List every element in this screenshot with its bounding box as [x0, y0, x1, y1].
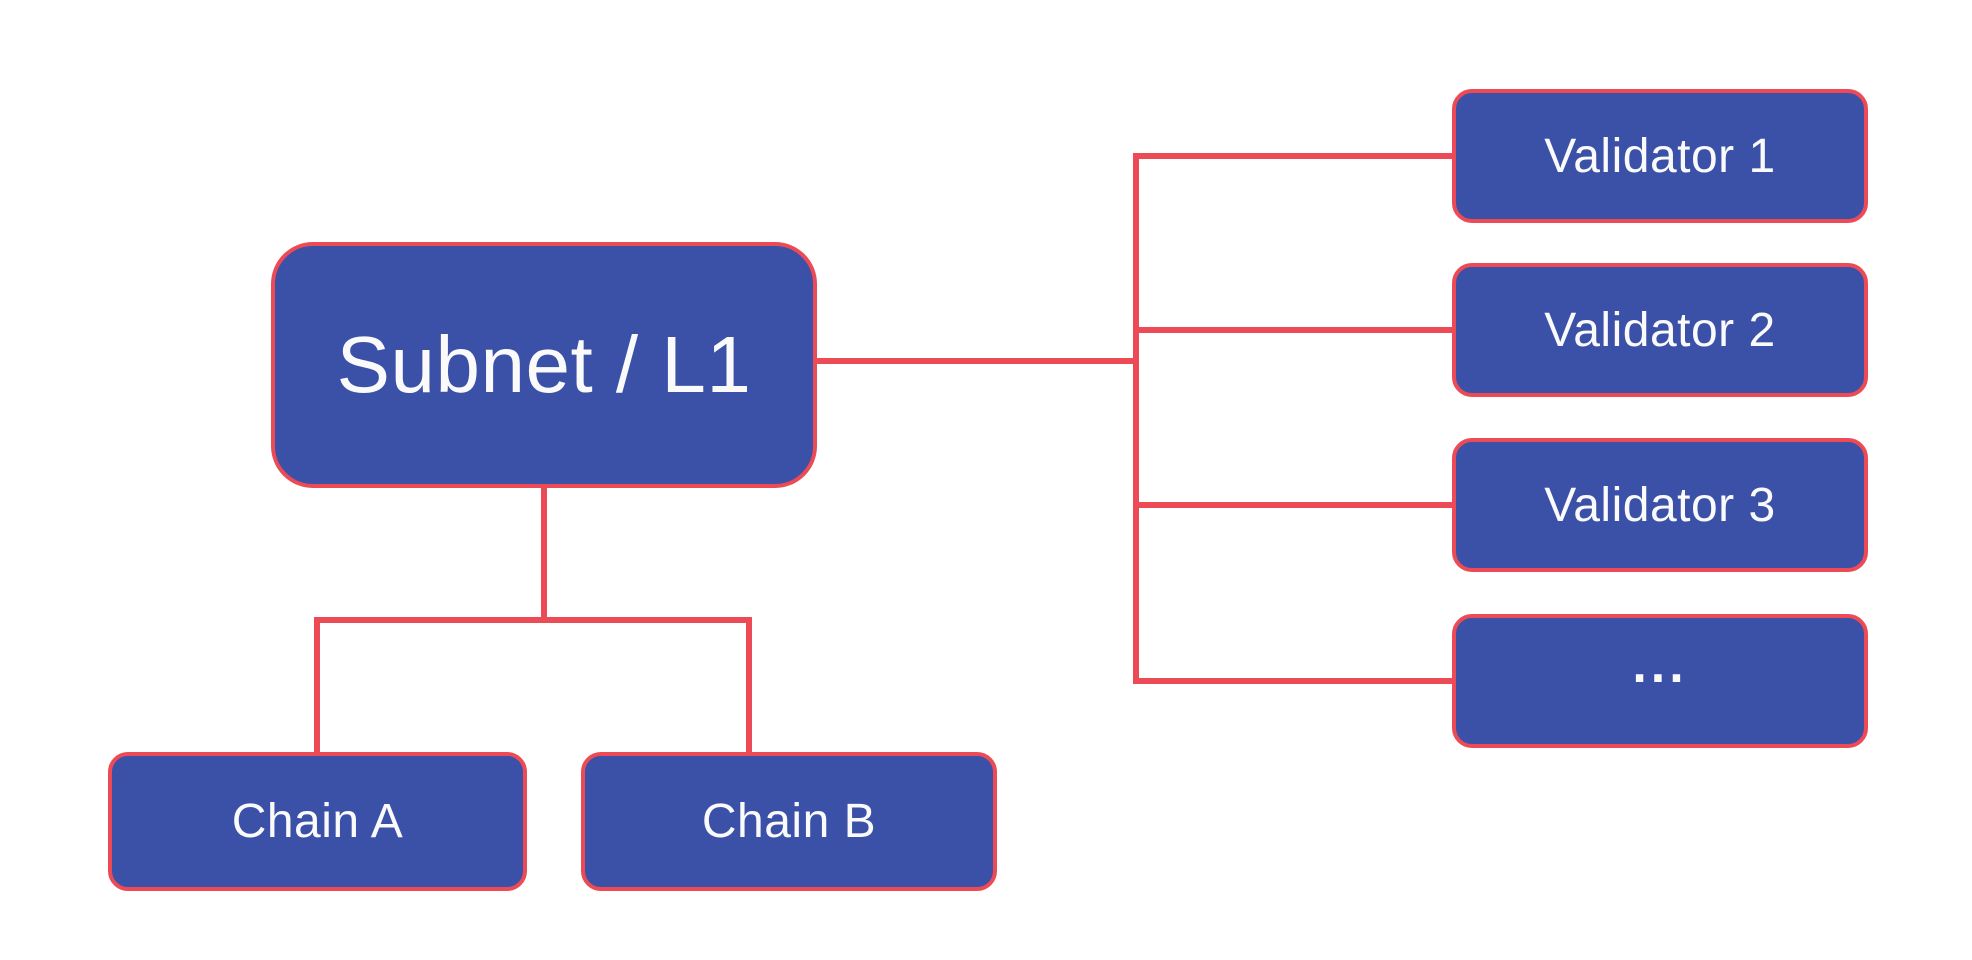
chain-b-node: Chain B: [581, 752, 997, 891]
chain-a-label: Chain A: [231, 795, 404, 848]
connector-trunk-to-validator-1: [1136, 153, 1452, 159]
more-validators-node: ...: [1452, 614, 1868, 748]
connector-trunk-to-validator-3: [1136, 502, 1452, 508]
connector-branch-to-chain-a: [314, 617, 320, 754]
chain-b-label: Chain B: [701, 795, 877, 848]
validator-1-node: Validator 1: [1452, 89, 1868, 223]
connector-validator-trunk: [1133, 153, 1139, 684]
subnet-l1-label: Subnet / L1: [336, 320, 752, 409]
connector-subnet-to-trunk: [815, 358, 1139, 364]
connector-trunk-to-more: [1136, 678, 1452, 684]
connector-trunk-to-validator-2: [1136, 327, 1452, 333]
validator-2-label: Validator 2: [1544, 303, 1776, 357]
subnet-l1-node: Subnet / L1: [271, 242, 817, 488]
validator-3-label: Validator 3: [1544, 478, 1776, 532]
connector-chains-branch: [314, 617, 752, 623]
validator-2-node: Validator 2: [1452, 263, 1868, 397]
connector-subnet-down: [541, 486, 547, 621]
validator-3-node: Validator 3: [1452, 438, 1868, 572]
more-validators-label: ...: [1632, 636, 1688, 694]
connector-branch-to-chain-b: [746, 617, 752, 754]
chain-a-node: Chain A: [108, 752, 527, 891]
validator-1-label: Validator 1: [1544, 129, 1776, 183]
